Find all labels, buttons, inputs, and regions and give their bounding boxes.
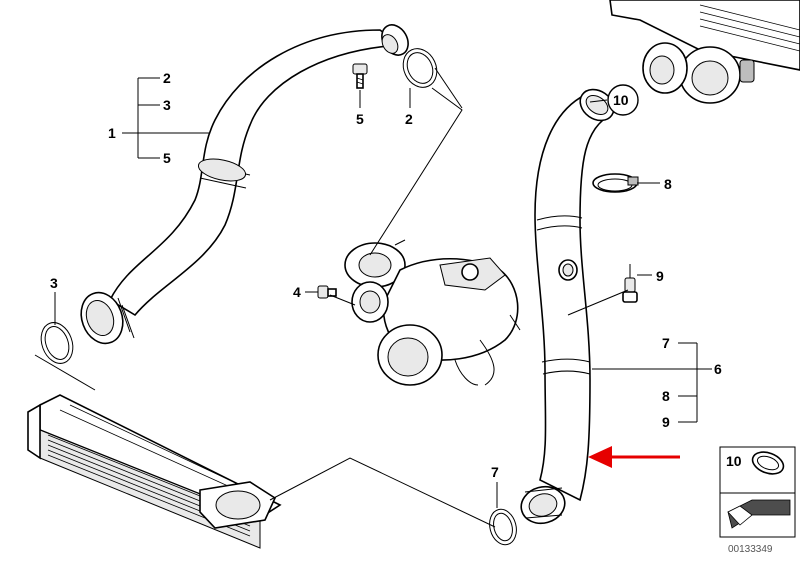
callout-7-seal: 7 [491, 464, 499, 480]
pressure-sensor [622, 264, 638, 303]
callout-6: 6 [714, 361, 722, 377]
reference-number: 00133349 [728, 544, 773, 555]
callout-4-bolt: 4 [293, 284, 301, 300]
callout-9-group: 9 [662, 414, 670, 430]
callout-3-seal: 3 [50, 275, 58, 291]
callout-5-bolt: 5 [356, 111, 364, 127]
callout-9-sensor: 9 [656, 268, 664, 284]
seal-ring-top [402, 48, 438, 88]
callout-2-group: 2 [163, 70, 171, 86]
callout-2-seal: 2 [405, 111, 413, 127]
highlight-arrow [588, 446, 680, 468]
seal-ring-left [40, 322, 74, 364]
callout-8-group: 8 [662, 388, 670, 404]
legend-box [719, 446, 796, 538]
leader-lines [34, 67, 712, 528]
legend-label-10: 10 [726, 453, 742, 469]
callout-8-clamp: 8 [664, 176, 672, 192]
intercooler [27, 394, 282, 549]
callout-1: 1 [108, 125, 116, 141]
callout-5-group: 5 [163, 150, 171, 166]
svg-text:10: 10 [613, 92, 629, 108]
callout-3-group: 3 [163, 97, 171, 113]
callout-7-group: 7 [662, 335, 670, 351]
charge-pipe-left [80, 24, 409, 345]
callout-labels: 1 2 3 5 3 5 2 4 8 9 7 6 8 9 7 10 10 [50, 70, 742, 480]
callout-10-circled: 10 [607, 84, 639, 116]
bolt-top [352, 63, 368, 89]
hose-clamp [592, 173, 639, 193]
intake-manifold-assembly [609, 0, 800, 104]
turbocharger [344, 239, 521, 386]
seal-ring-bottom [489, 508, 517, 546]
